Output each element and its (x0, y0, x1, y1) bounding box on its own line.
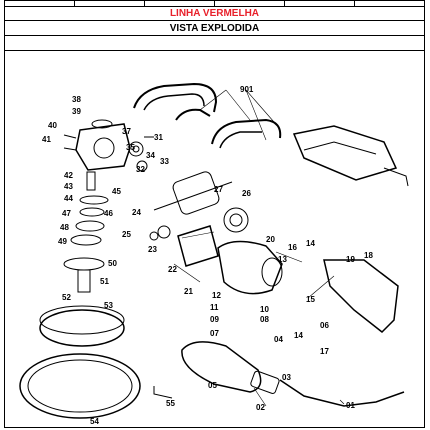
part-label: 17 (320, 347, 329, 356)
part-label: 32 (136, 165, 145, 174)
part-label: 34 (146, 151, 155, 160)
part-label: 13 (278, 255, 287, 264)
header-top-cells (5, 1, 424, 7)
exploded-view-drawing: 901 38 39 37 40 41 31 35 34 33 32 42 43 … (19, 82, 409, 426)
part-label: 20 (266, 235, 275, 244)
part-label: 45 (112, 187, 121, 196)
part-label: 46 (104, 209, 113, 218)
part-label: 14 (306, 239, 315, 248)
part-label: 03 (282, 373, 291, 382)
part-label: 55 (166, 399, 175, 408)
part-label: 44 (64, 194, 73, 203)
part-label: 43 (64, 182, 73, 191)
part-label: 51 (100, 277, 109, 286)
part-label: 25 (122, 230, 131, 239)
part-label: 33 (160, 157, 169, 166)
part-label: 11 (210, 303, 219, 312)
part-label: 23 (148, 245, 157, 254)
part-label: 26 (242, 189, 251, 198)
part-label: 42 (64, 171, 73, 180)
part-label: 06 (320, 321, 329, 330)
part-label: 54 (90, 417, 99, 426)
part-label: 50 (108, 259, 117, 268)
section-title: VISTA EXPLODIDA (5, 21, 424, 36)
part-label: 49 (58, 237, 67, 246)
part-label: 53 (104, 301, 113, 310)
part-label: 22 (168, 265, 177, 274)
part-label: 18 (364, 251, 373, 260)
part-label: 09 (210, 315, 219, 324)
part-label: 37 (122, 127, 131, 136)
part-label: 39 (72, 107, 81, 116)
part-label: 901 (240, 85, 254, 94)
part-label: 31 (154, 133, 163, 142)
part-label: 04 (274, 335, 283, 344)
part-label: 05 (208, 381, 217, 390)
part-label: 27 (214, 185, 223, 194)
product-line-heading: LINHA VERMELHA (5, 7, 424, 21)
part-label: 15 (306, 295, 315, 304)
part-label: 35 (126, 143, 135, 152)
part-label: 08 (260, 315, 269, 324)
part-label: 14 (294, 331, 303, 340)
part-label: 21 (184, 287, 193, 296)
part-label: 01 (346, 401, 355, 410)
part-label: 07 (210, 329, 219, 338)
part-label: 16 (288, 243, 297, 252)
part-label: 38 (72, 95, 81, 104)
part-label: 02 (256, 403, 265, 412)
part-label: 24 (132, 208, 141, 217)
part-label: 41 (42, 135, 51, 144)
part-label: 47 (62, 209, 71, 218)
part-label: 52 (62, 293, 71, 302)
part-label: 48 (60, 223, 69, 232)
document-frame: LINHA VERMELHA VISTA EXPLODIDA (4, 0, 425, 428)
part-label: 40 (48, 121, 57, 130)
part-label: 12 (212, 291, 221, 300)
blank-row (5, 36, 424, 51)
part-label: 19 (346, 255, 355, 264)
part-label: 10 (260, 305, 269, 314)
